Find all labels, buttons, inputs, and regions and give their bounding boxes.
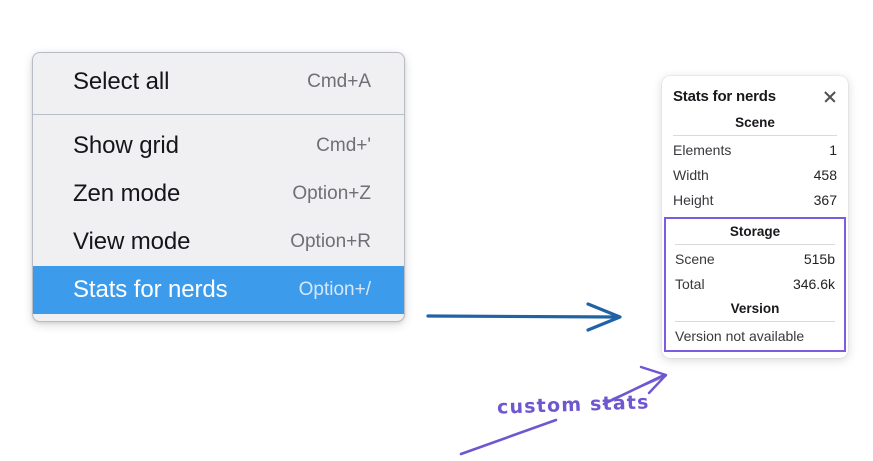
menu-item-label: Show grid bbox=[73, 132, 179, 159]
stat-row: Height 367 bbox=[673, 188, 837, 213]
menu-item-shortcut: Cmd+' bbox=[316, 135, 371, 156]
stat-row: Width 458 bbox=[673, 163, 837, 188]
stat-row: Scene 515b bbox=[675, 247, 835, 272]
version-section-heading: Version bbox=[730, 301, 780, 317]
menu-group-1: Select all Cmd+A bbox=[33, 58, 404, 106]
menu-item-zen-mode[interactable]: Zen mode Option+Z bbox=[33, 170, 404, 218]
menu-item-label: Zen mode bbox=[73, 180, 181, 207]
menu-item-label: View mode bbox=[73, 228, 191, 255]
stat-key: Scene bbox=[675, 250, 715, 267]
scene-section-heading: Scene bbox=[735, 115, 775, 130]
divider bbox=[675, 321, 835, 323]
stat-row: Elements 1 bbox=[673, 138, 837, 163]
stat-key: Elements bbox=[673, 142, 732, 158]
scene-section: Scene Elements 1 Width 458 Height 367 bbox=[662, 109, 848, 213]
version-text: Version not available bbox=[675, 328, 805, 345]
panel-header: Stats for nerds bbox=[662, 76, 848, 109]
custom-stats-highlight-box: Storage Scene 515b Total 346.6k Version … bbox=[664, 216, 846, 353]
storage-section-heading: Storage bbox=[729, 223, 781, 239]
stat-key: Width bbox=[673, 166, 709, 183]
menu-item-shortcut: Option+/ bbox=[298, 279, 371, 300]
menu-item-show-grid[interactable]: Show grid Cmd+' bbox=[33, 122, 404, 170]
divider bbox=[675, 243, 835, 245]
menu-item-label: Stats for nerds bbox=[73, 276, 228, 303]
menu-item-shortcut: Cmd+A bbox=[307, 71, 371, 92]
blue-arrow-icon bbox=[426, 302, 622, 332]
stat-value: 458 bbox=[813, 166, 837, 183]
menu-item-shortcut: Option+Z bbox=[292, 183, 371, 204]
purple-underline-stroke bbox=[459, 418, 558, 456]
menu-item-shortcut: Option+R bbox=[290, 231, 371, 252]
version-section: Version Version not available bbox=[675, 296, 835, 346]
stat-value: 515b bbox=[803, 250, 835, 267]
stat-value: 346.6k bbox=[792, 275, 835, 292]
context-menu[interactable]: Select all Cmd+A Show grid Cmd+' Zen mod… bbox=[32, 52, 405, 322]
handwritten-annotation-label: custom stats bbox=[496, 391, 650, 419]
stat-value: 367 bbox=[813, 191, 837, 208]
menu-separator bbox=[33, 114, 404, 115]
menu-item-select-all[interactable]: Select all Cmd+A bbox=[33, 58, 404, 106]
stat-key: Total bbox=[675, 275, 705, 292]
menu-item-view-mode[interactable]: View mode Option+R bbox=[33, 218, 404, 266]
close-icon[interactable] bbox=[822, 89, 838, 105]
divider bbox=[673, 135, 837, 136]
stat-row: Total 346.6k bbox=[675, 272, 835, 297]
stat-key: Height bbox=[673, 191, 714, 208]
panel-title: Stats for nerds bbox=[673, 88, 776, 105]
stat-value: 1 bbox=[829, 142, 837, 158]
menu-group-2: Show grid Cmd+' Zen mode Option+Z View m… bbox=[33, 122, 404, 314]
stats-for-nerds-panel: Stats for nerds Scene Elements 1 Width 4… bbox=[662, 76, 848, 359]
menu-item-label: Select all bbox=[73, 68, 170, 95]
menu-item-stats-for-nerds[interactable]: Stats for nerds Option+/ bbox=[33, 266, 404, 314]
storage-section: Storage Scene 515b Total 346.6k bbox=[675, 219, 835, 297]
